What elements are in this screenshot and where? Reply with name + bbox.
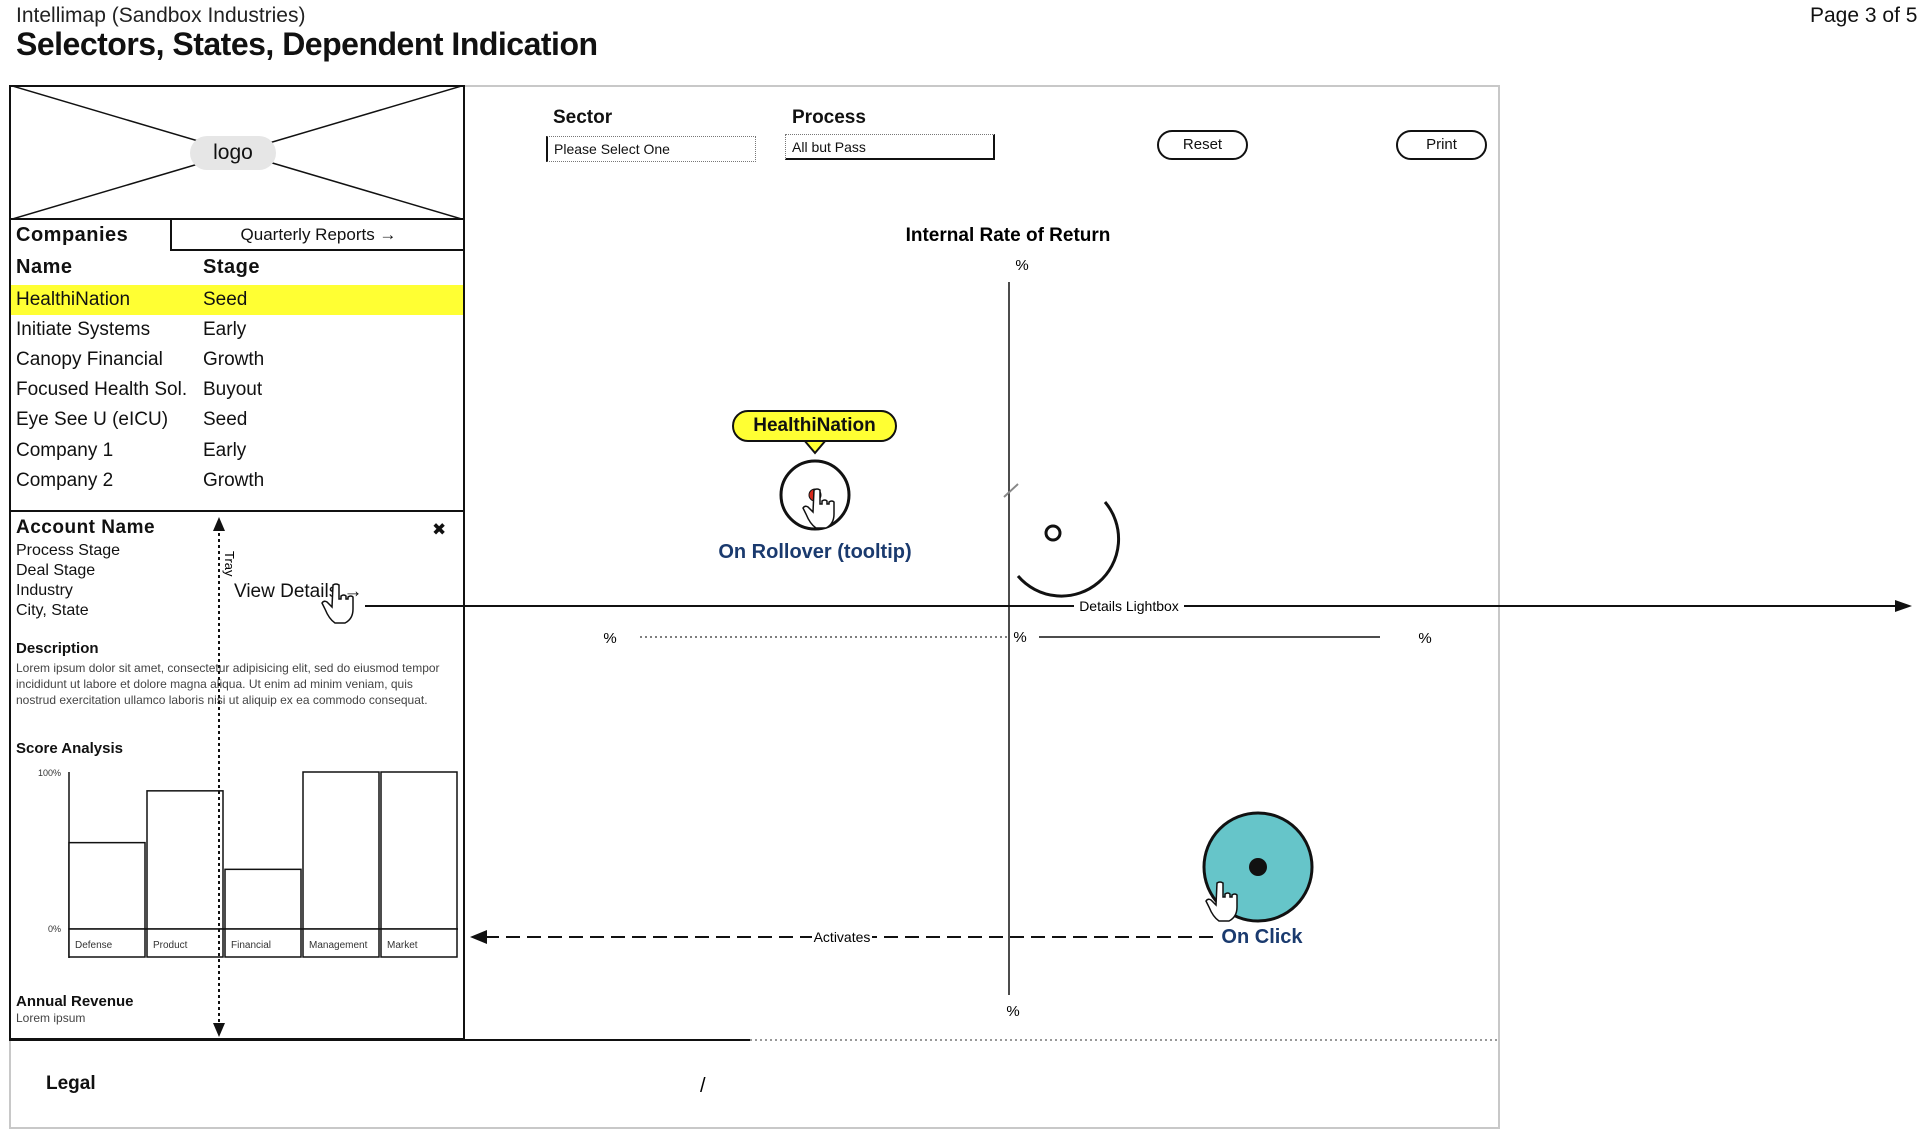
account-name: Account Name (16, 517, 156, 538)
row-stage: Early (203, 440, 247, 461)
chart-category-cell (224, 928, 302, 958)
y-tick-label: 100% (38, 768, 61, 778)
tray-label: Tray (222, 551, 237, 577)
chart-category-label: Defense (75, 940, 113, 951)
x-axis-mid-pct: % (1013, 629, 1026, 646)
row-name: Company 1 (16, 440, 114, 461)
description-heading: Description (16, 640, 99, 657)
hand-cursor-icon (321, 583, 354, 624)
reset-button[interactable]: Reset (1157, 130, 1248, 160)
chart-bar (146, 790, 224, 930)
column-header-stage[interactable]: Stage (203, 256, 260, 278)
rollover-label: On Rollover (tooltip) (718, 541, 911, 563)
x-axis-left-pct: % (603, 630, 616, 647)
annual-revenue-value: Lorem ipsum (16, 1011, 86, 1025)
deal-stage: Deal Stage (16, 562, 96, 579)
y-tick-label: 0% (48, 924, 61, 934)
city-state: City, State (16, 602, 89, 619)
chart-category-cell (146, 928, 224, 958)
tab-quarterly-reports[interactable]: Quarterly Reports → (172, 220, 465, 251)
logo[interactable]: logo (190, 136, 276, 170)
row-name: Focused Health Sol. (16, 379, 188, 400)
row-stage: Growth (203, 349, 265, 370)
table-row[interactable]: Eye See U (eICU) Seed (11, 405, 463, 435)
row-stage: Growth (203, 470, 265, 491)
chart-category-label: Product (153, 940, 188, 951)
bubble-partial (1016, 501, 1121, 598)
y-axis-top-pct: % (1015, 257, 1028, 274)
table-row[interactable]: HealthiNation Seed (11, 285, 463, 315)
lightbox-label: Details Lightbox (1079, 598, 1179, 614)
svg-text:/: / (700, 1075, 706, 1097)
hand-cursor-icon (802, 488, 835, 529)
table-row[interactable]: Company 2 Growth (11, 466, 463, 496)
tab-companies[interactable]: Companies (9, 220, 172, 251)
plot-title: Internal Rate of Return (906, 225, 1111, 246)
table-row[interactable]: Company 1 Early (11, 436, 463, 466)
row-name: Eye See U (eICU) (16, 409, 169, 430)
chart-category-cell (380, 928, 458, 958)
app-subtitle: Intellimap (Sandbox Industries) (16, 4, 306, 27)
print-button[interactable]: Print (1396, 130, 1487, 160)
table-row[interactable]: Focused Health Sol. Buyout (11, 375, 463, 405)
chart-category-label: Management (309, 940, 368, 951)
process-label: Process (792, 107, 866, 128)
bubble-partial-dot (1044, 524, 1062, 542)
row-name: Canopy Financial (16, 349, 163, 370)
table-row[interactable]: Initiate Systems Early (11, 315, 463, 345)
row-stage: Buyout (203, 379, 263, 400)
row-name: HealthiNation (16, 289, 131, 310)
hand-cursor-icon (1205, 881, 1238, 922)
row-name: Company 2 (16, 470, 114, 491)
chart-category-cell (302, 928, 380, 958)
process-select[interactable]: All but Pass (785, 134, 995, 160)
activates-label: Activates (814, 929, 871, 945)
annual-revenue-heading: Annual Revenue (16, 993, 134, 1010)
row-stage: Early (203, 319, 247, 340)
tooltip: HealthiNation (732, 410, 897, 442)
sector-select[interactable]: Please Select One (546, 136, 756, 162)
score-analysis-heading: Score Analysis (16, 740, 123, 757)
y-axis-bottom-pct: % (1006, 1003, 1019, 1020)
industry: Industry (16, 582, 73, 599)
legal-text[interactable]: Legal (46, 1073, 96, 1094)
tray-arrow: Tray (213, 517, 237, 1037)
click-label: On Click (1221, 926, 1303, 948)
close-icon[interactable]: ✖ (432, 520, 447, 539)
score-analysis-chart: 100% 0% Defense Product Financial Managemen… (38, 768, 458, 958)
description-text: Lorem ipsum dolor sit amet, consectetur … (16, 661, 440, 707)
page-title: Selectors, States, Dependent Indication (16, 26, 598, 62)
bubble-clicked-dot (1249, 858, 1267, 876)
sector-label: Sector (553, 107, 613, 128)
row-stage: Seed (203, 409, 248, 430)
chart-category-label: Financial (231, 940, 271, 951)
row-stage: Seed (203, 289, 248, 310)
chart-category-cell (68, 928, 146, 958)
process-stage: Process Stage (16, 542, 121, 559)
chart-bar (302, 771, 380, 930)
column-header-name[interactable]: Name (16, 256, 73, 278)
chart-category-label: Market (387, 940, 418, 951)
view-details-link[interactable]: View Details → (234, 581, 363, 602)
chart-bar (380, 771, 458, 930)
table-row[interactable]: Canopy Financial Growth (11, 345, 463, 375)
page-number: Page 3 of 5 (1810, 4, 1918, 27)
x-axis-right-pct: % (1418, 630, 1431, 647)
row-name: Initiate Systems (16, 319, 151, 340)
